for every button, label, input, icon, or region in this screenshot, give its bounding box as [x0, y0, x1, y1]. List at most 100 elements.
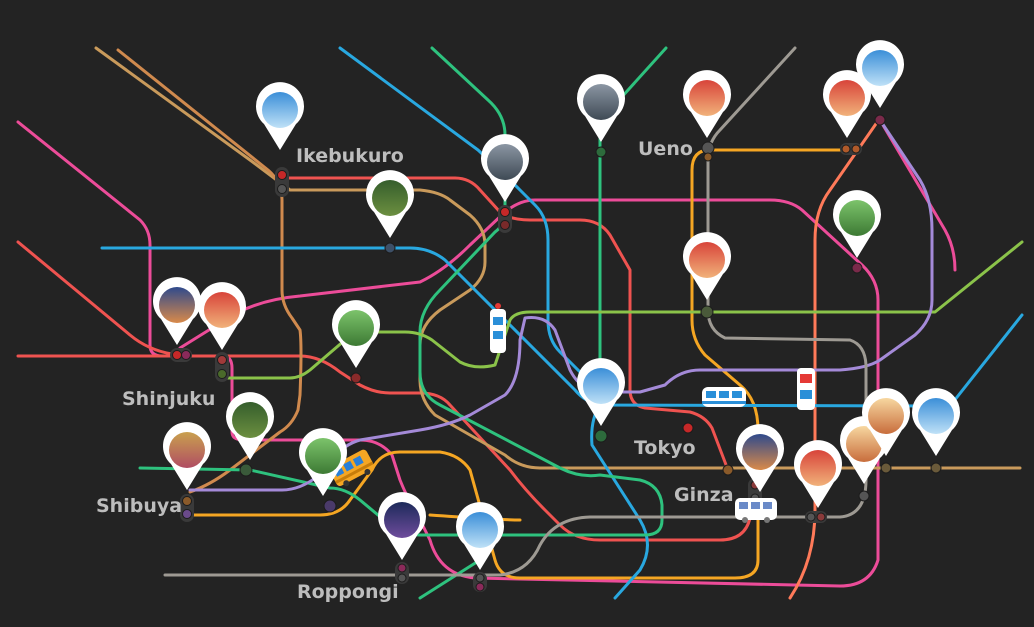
photo-pin-street[interactable]: [577, 74, 625, 142]
node: [816, 512, 826, 522]
station-node[interactable]: [595, 146, 607, 158]
photo-pin-greenery[interactable]: [299, 428, 348, 496]
pin-photo: [159, 287, 195, 323]
pin-photo: [829, 80, 865, 116]
photo-pin-dessert[interactable]: [862, 388, 911, 456]
pin-photo: [583, 368, 619, 404]
photo-pin-ikebukuro-aquarium[interactable]: [256, 82, 304, 150]
photo-pin-shop-street[interactable]: [683, 232, 732, 300]
pin-photo: [689, 242, 725, 278]
station-node[interactable]: [384, 242, 396, 254]
node: [841, 144, 851, 154]
photo-pin-asakusa-gate[interactable]: [823, 70, 871, 138]
node: [397, 563, 407, 573]
node: [172, 350, 182, 360]
pin-photo: [742, 434, 778, 470]
salmon-line: [788, 116, 882, 600]
pin-photo: [839, 200, 875, 236]
blue-line-c: [590, 403, 649, 600]
photo-pin-park[interactable]: [332, 300, 380, 368]
pin-photo: [305, 438, 341, 474]
node: [851, 144, 861, 154]
photo-pins: [153, 40, 960, 570]
node: [217, 355, 227, 365]
node: [277, 184, 287, 194]
station-node[interactable]: [682, 422, 694, 434]
node: [397, 573, 407, 583]
photo-pin-skytree[interactable]: [856, 40, 904, 109]
photo-pin-airport[interactable]: [912, 388, 960, 456]
vehicles: [329, 303, 815, 523]
station-node[interactable]: [700, 305, 714, 319]
node: [475, 573, 485, 583]
node: [181, 350, 191, 360]
station-node[interactable]: [880, 462, 892, 474]
station-label-shinjuku: Shinjuku: [122, 388, 215, 410]
station-label-ginza: Ginza: [674, 484, 734, 506]
photo-pin-forest-shrine[interactable]: [226, 392, 274, 460]
station-label-tokyo: Tokyo: [634, 437, 696, 459]
pin-photo: [862, 50, 898, 86]
node: [475, 582, 485, 592]
pin-photo: [204, 292, 240, 328]
photo-pin-tokyo-tower[interactable]: [455, 502, 504, 570]
orange-line-a: [188, 148, 850, 580]
pin-photo: [232, 402, 268, 438]
station-label-ueno: Ueno: [638, 138, 693, 160]
photo-pin-shinjuku-temple[interactable]: [153, 277, 201, 345]
station-nodes: [170, 114, 942, 592]
pin-photo: [800, 450, 836, 486]
tan-line-a: [94, 46, 1022, 470]
pink-line-b: [878, 118, 957, 272]
red-line-b: [16, 354, 754, 542]
pin-photo: [689, 80, 725, 116]
photo-pin-statue[interactable]: [833, 190, 882, 258]
photo-pin-temple-lanterns[interactable]: [794, 440, 843, 508]
photo-pin-ginza-building[interactable]: [736, 424, 785, 492]
pin-photo: [169, 432, 205, 468]
lavender-line: [188, 118, 934, 492]
pin-photo: [262, 92, 298, 128]
node: [500, 220, 510, 230]
tram-icon[interactable]: [735, 498, 777, 523]
pin-photo: [583, 84, 619, 120]
train-icon[interactable]: [490, 303, 506, 353]
photo-pin-ueno-market[interactable]: [683, 70, 732, 138]
station-node[interactable]: [851, 262, 863, 274]
pin-photo: [846, 426, 882, 462]
node: [703, 152, 713, 162]
station-labels: Ikebukuro Ueno Shinjuku Tokyo Ginza Shib…: [96, 138, 734, 603]
node: [217, 369, 227, 379]
station-node[interactable]: [874, 114, 886, 126]
green-line-c: [418, 558, 482, 600]
photo-pin-station-building[interactable]: [481, 134, 529, 202]
pin-photo: [384, 502, 420, 538]
blue-line-b: [100, 246, 1024, 408]
station-node[interactable]: [858, 490, 870, 502]
node: [182, 509, 192, 519]
node: [182, 496, 192, 506]
node: [277, 170, 287, 180]
pin-photo: [372, 180, 408, 216]
train-icon[interactable]: [797, 368, 815, 410]
node: [806, 512, 816, 522]
photo-pin-shinjuku-neon[interactable]: [198, 282, 246, 350]
station-node[interactable]: [930, 462, 942, 474]
pin-photo: [487, 144, 523, 180]
station-node-ueno[interactable]: [701, 141, 715, 155]
station-node[interactable]: [239, 463, 253, 477]
photo-pin-garden[interactable]: [366, 170, 414, 238]
train-icon[interactable]: [702, 387, 746, 407]
photo-pin-shibuya-autumn[interactable]: [163, 422, 212, 490]
station-node[interactable]: [350, 372, 362, 384]
station-node-tokyo[interactable]: [594, 429, 608, 443]
photo-pin-tokyo-station[interactable]: [577, 358, 625, 426]
station-label-shibuya: Shibuya: [96, 495, 182, 517]
station-node[interactable]: [323, 499, 337, 513]
pin-photo: [462, 512, 498, 548]
station-node[interactable]: [722, 464, 734, 476]
photo-pin-roppongi-tower[interactable]: [378, 492, 426, 560]
lime-line: [220, 240, 1024, 380]
